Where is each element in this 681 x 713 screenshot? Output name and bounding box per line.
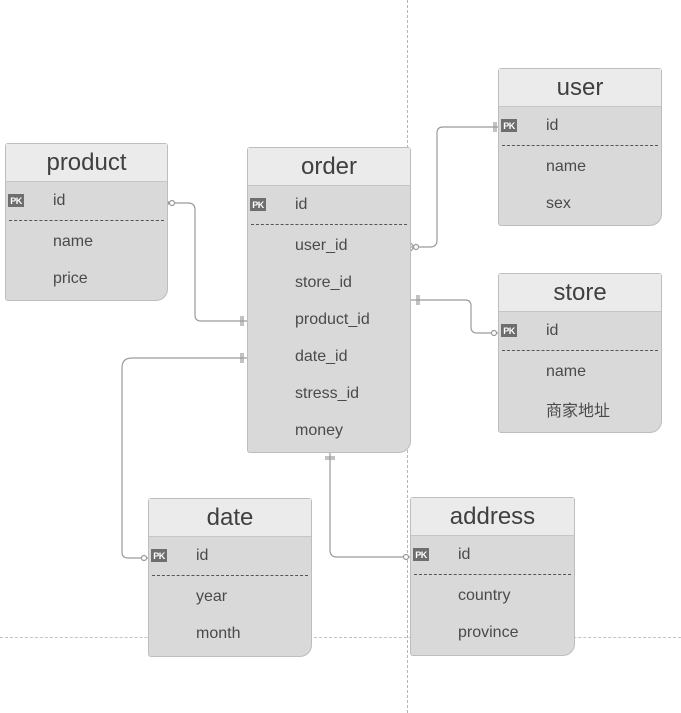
field-row: store_id bbox=[248, 264, 410, 301]
primary-key-icon: PK bbox=[151, 549, 167, 562]
pk-row: PK id bbox=[149, 537, 311, 575]
connector-order-store bbox=[411, 299, 499, 334]
field-row: name bbox=[499, 353, 661, 390]
entity-user[interactable]: user PK id name sex bbox=[498, 68, 662, 226]
field-row: 商家地址 bbox=[499, 390, 661, 427]
entity-store[interactable]: store PK id name 商家地址 bbox=[498, 273, 662, 433]
pk-separator bbox=[502, 145, 658, 146]
entity-title: user bbox=[499, 69, 661, 107]
field-label: month bbox=[196, 624, 241, 642]
connector-order-date bbox=[121, 357, 248, 559]
pk-row: PK id bbox=[499, 107, 661, 145]
field-row: year bbox=[149, 578, 311, 615]
entity-title: address bbox=[411, 498, 574, 536]
pk-row: PK id bbox=[499, 312, 661, 350]
field-label: 商家地址 bbox=[546, 402, 611, 420]
entity-title: product bbox=[6, 144, 167, 182]
connector-circle bbox=[402, 553, 410, 561]
field-row: sex bbox=[499, 185, 661, 222]
pk-separator bbox=[152, 575, 308, 576]
primary-key-icon: PK bbox=[501, 324, 517, 337]
pk-row: PK id bbox=[411, 536, 574, 574]
primary-key-icon: PK bbox=[501, 119, 517, 132]
connector-product-order bbox=[166, 202, 248, 322]
primary-key-icon: PK bbox=[250, 198, 266, 211]
connector-circle bbox=[490, 329, 498, 337]
entity-product[interactable]: product PK id name price bbox=[5, 143, 168, 301]
field-label: money bbox=[295, 421, 344, 439]
connector-order-user bbox=[411, 126, 499, 248]
connector-circle bbox=[412, 243, 420, 251]
field-label: store_id bbox=[295, 273, 352, 291]
entity-order[interactable]: order PK id user_id store_id product_id … bbox=[247, 147, 411, 453]
entity-title: store bbox=[499, 274, 661, 312]
field-label: name bbox=[546, 362, 587, 380]
pk-separator bbox=[9, 220, 164, 221]
connector-tick bbox=[410, 242, 415, 248]
field-label: province bbox=[458, 623, 519, 641]
pk-row: PK id bbox=[6, 182, 167, 220]
field-label: stress_id bbox=[295, 384, 360, 402]
primary-key-icon: PK bbox=[413, 548, 429, 561]
field-label: name bbox=[546, 157, 587, 175]
field-label: product_id bbox=[295, 310, 370, 328]
field-label: date_id bbox=[295, 347, 348, 365]
field-label: id bbox=[546, 117, 559, 134]
field-row: price bbox=[6, 260, 167, 297]
field-label: price bbox=[53, 269, 88, 287]
field-label: id bbox=[458, 546, 471, 563]
field-row: stress_id bbox=[248, 375, 410, 412]
field-label: id bbox=[546, 322, 559, 339]
field-label: id bbox=[196, 547, 209, 564]
pk-separator bbox=[251, 224, 407, 225]
connector-circle bbox=[168, 199, 176, 207]
field-row: month bbox=[149, 615, 311, 652]
field-label: user_id bbox=[295, 236, 348, 254]
field-label: id bbox=[295, 196, 308, 213]
field-row: province bbox=[411, 614, 574, 651]
field-label: country bbox=[458, 586, 511, 604]
field-row: name bbox=[6, 223, 167, 260]
horizontal-guide-line bbox=[0, 637, 681, 638]
field-label: name bbox=[53, 232, 94, 250]
field-label: year bbox=[196, 587, 228, 605]
field-label: sex bbox=[546, 194, 571, 212]
field-row: user_id bbox=[248, 227, 410, 264]
field-label: id bbox=[53, 192, 66, 209]
entity-title: order bbox=[248, 148, 410, 186]
entity-address[interactable]: address PK id country province bbox=[410, 497, 575, 656]
field-row: date_id bbox=[248, 338, 410, 375]
primary-key-icon: PK bbox=[8, 194, 24, 207]
entity-title: date bbox=[149, 499, 311, 537]
pk-row: PK id bbox=[248, 186, 410, 224]
entity-date[interactable]: date PK id year month bbox=[148, 498, 312, 657]
field-row: product_id bbox=[248, 301, 410, 338]
connector-order-address bbox=[329, 452, 411, 558]
field-row: name bbox=[499, 148, 661, 185]
pk-separator bbox=[502, 350, 658, 351]
connector-tick bbox=[410, 246, 415, 252]
connector-circle bbox=[140, 554, 148, 562]
pk-separator bbox=[414, 574, 571, 575]
field-row: country bbox=[411, 577, 574, 614]
field-row: money bbox=[248, 412, 410, 449]
